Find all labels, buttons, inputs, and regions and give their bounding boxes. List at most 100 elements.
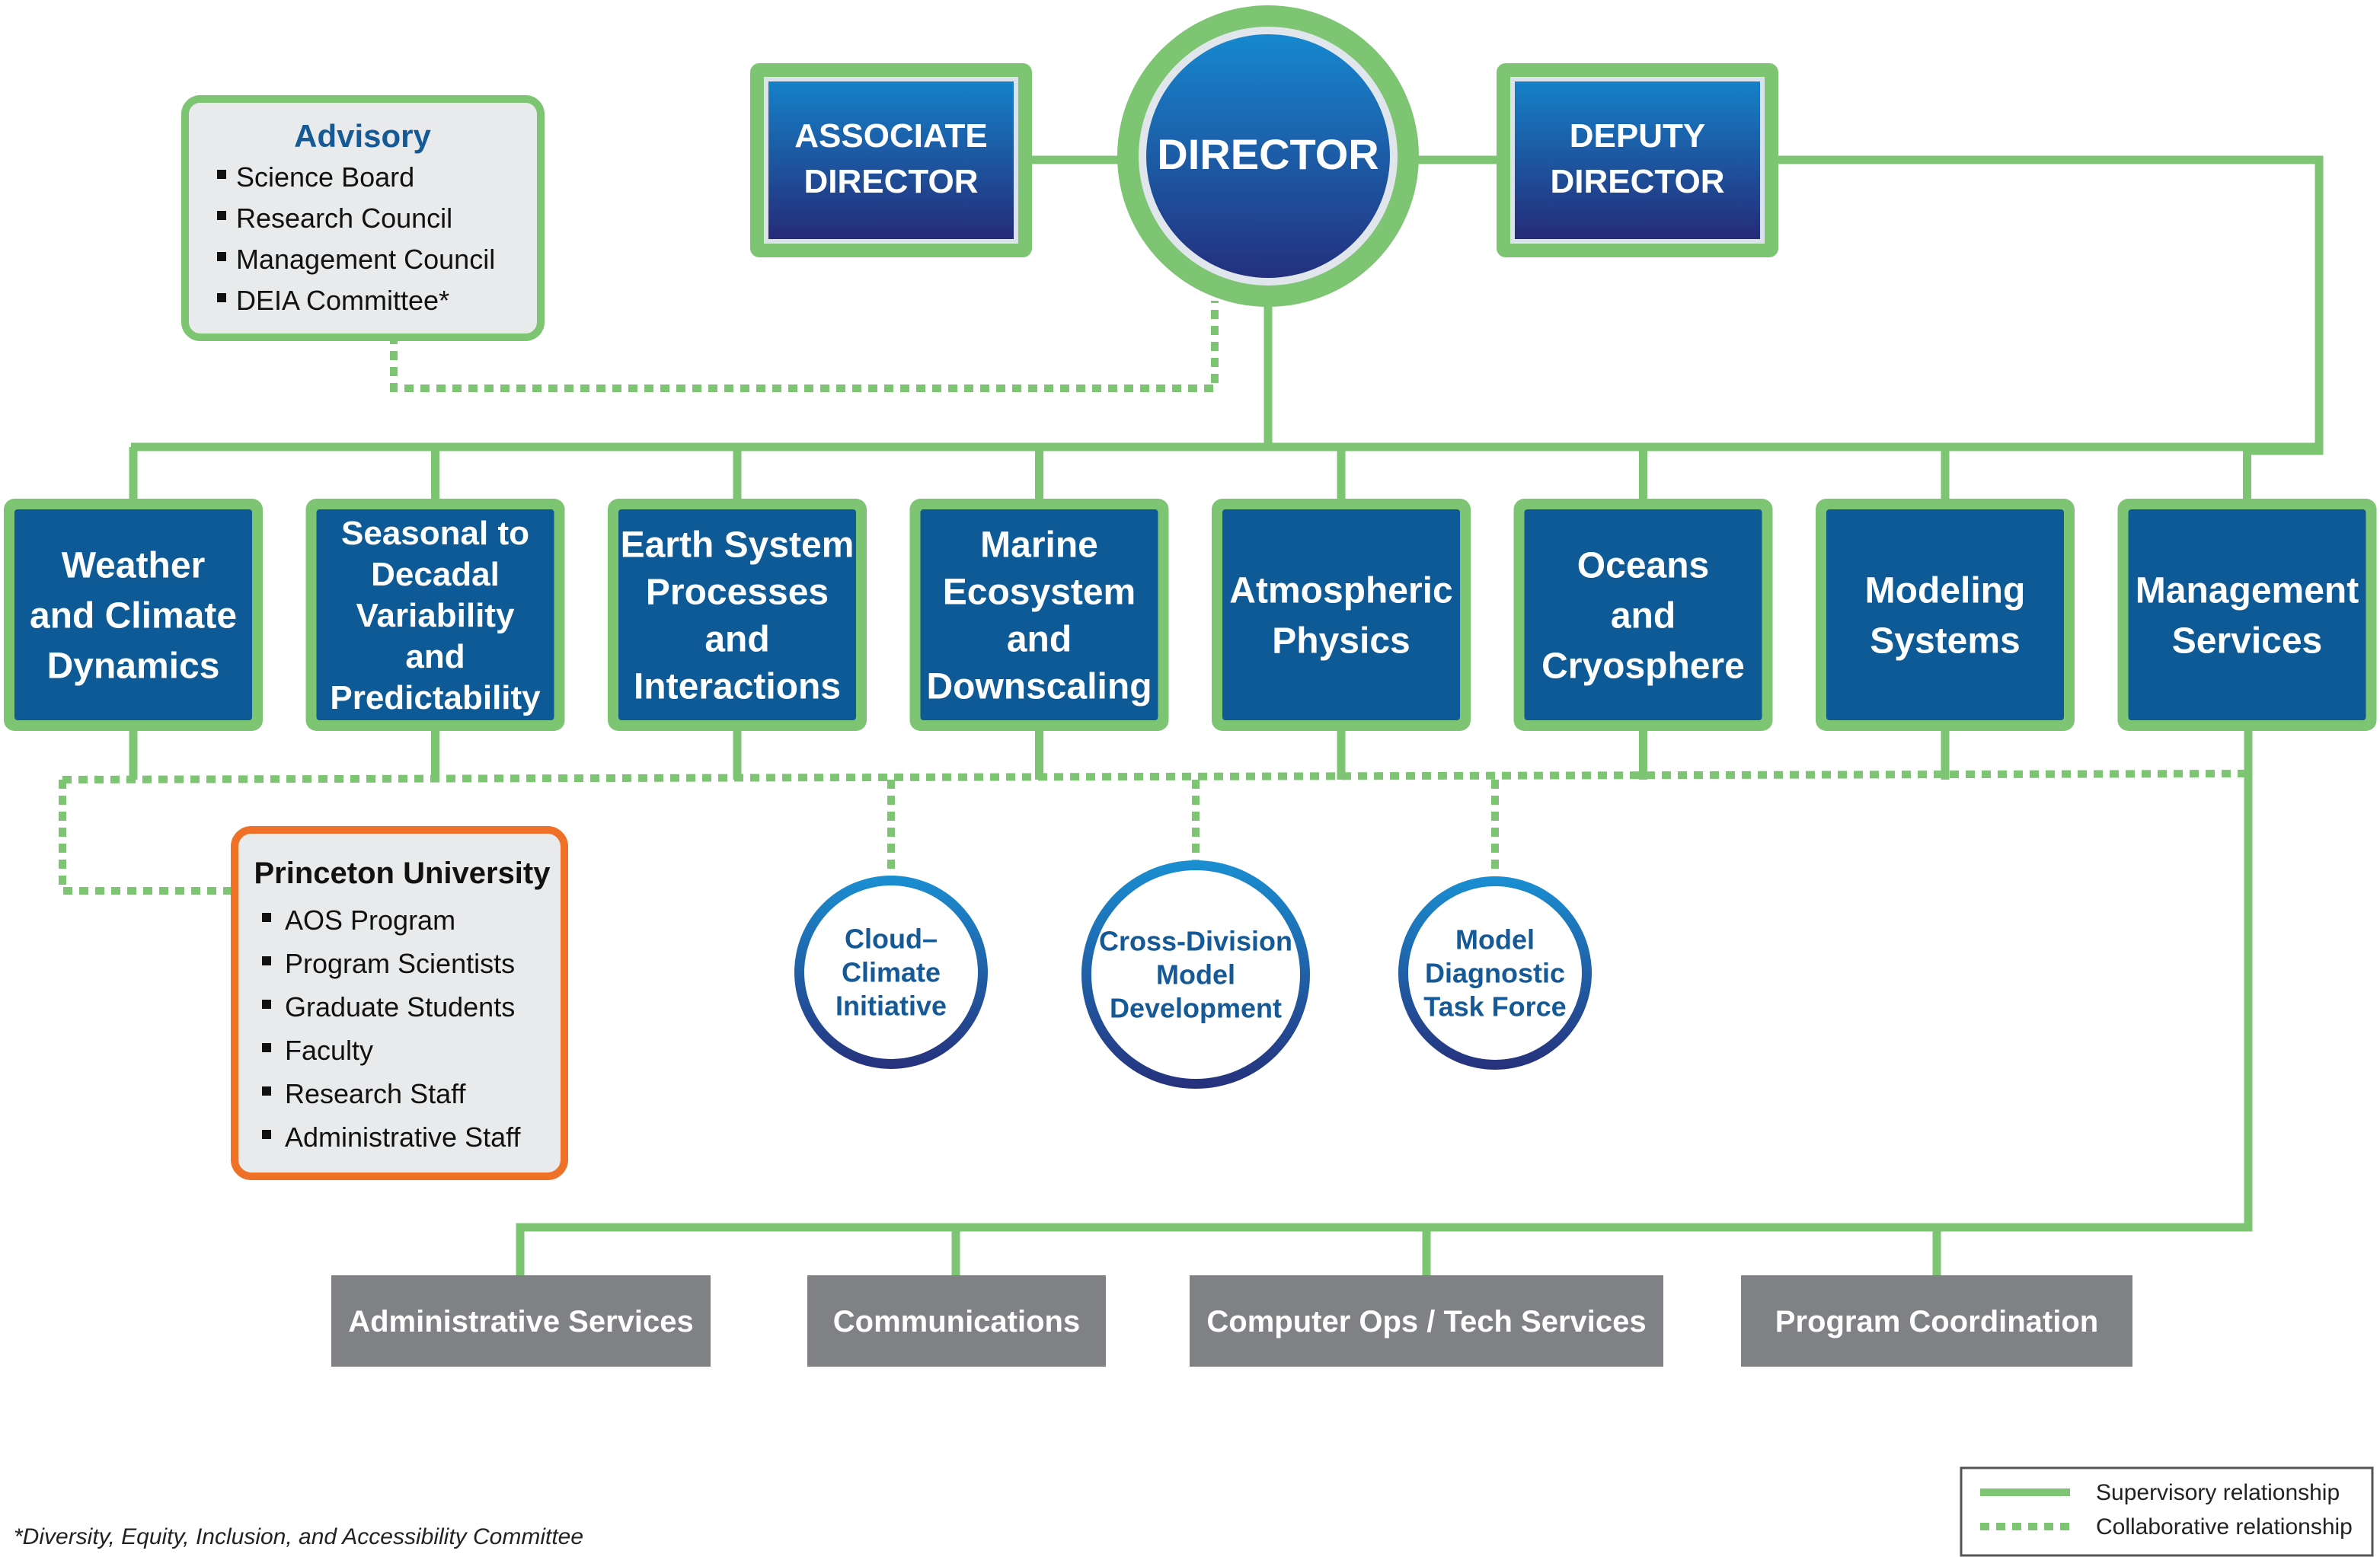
princeton-title: Princeton University bbox=[254, 857, 551, 890]
division-label-line: and bbox=[405, 638, 465, 675]
princeton-link bbox=[59, 780, 232, 895]
deputy-director-line-2: DIRECTOR bbox=[1551, 163, 1725, 200]
support-service-node[interactable]: Computer Ops / Tech Services bbox=[1190, 1275, 1663, 1367]
initiative-label-line: Diagnostic bbox=[1425, 958, 1565, 989]
bullet-icon bbox=[262, 1086, 271, 1096]
legend-supervisory-label: Supervisory relationship bbox=[2096, 1480, 2340, 1505]
division-label-line: Modeling bbox=[1865, 570, 2026, 611]
initiative-label-line: Development bbox=[1110, 993, 1282, 1024]
advisory-item: Management Council bbox=[236, 244, 495, 275]
initiative-label-line: Model bbox=[1156, 959, 1235, 991]
deputy-director-node[interactable]: DEPUTY DIRECTOR bbox=[1497, 63, 1778, 257]
division-label-line: Cryosphere bbox=[1541, 646, 1745, 686]
support-service-label: Computer Ops / Tech Services bbox=[1206, 1305, 1646, 1338]
initiative-label-line: Task Force bbox=[1423, 991, 1566, 1023]
division-label-line: Management bbox=[2136, 570, 2359, 611]
support-service-label: Communications bbox=[833, 1305, 1080, 1338]
bullet-icon bbox=[217, 211, 226, 220]
advisory-item: Science Board bbox=[236, 161, 414, 193]
princeton-item: Administrative Staff bbox=[285, 1121, 521, 1153]
division-label-line: Marine bbox=[980, 525, 1098, 565]
support-service-node[interactable]: Administrative Services bbox=[331, 1275, 711, 1367]
bullet-icon bbox=[262, 1043, 271, 1052]
division-label-line: Processes bbox=[646, 572, 829, 612]
deputy-to-divisions-link bbox=[1775, 155, 2324, 455]
division-label-line: Systems bbox=[1870, 621, 2020, 661]
princeton-item: Faculty bbox=[285, 1035, 373, 1066]
princeton-panel: Princeton University AOS ProgramProgram … bbox=[231, 826, 568, 1180]
division-label-line: Downscaling bbox=[926, 666, 1152, 707]
advisory-item: DEIA Committee* bbox=[236, 285, 449, 316]
legend: Supervisory relationship Collaborative r… bbox=[1960, 1466, 2374, 1557]
division-label-line: and bbox=[1007, 619, 1072, 659]
bullet-icon bbox=[217, 170, 226, 179]
division-label-line: Earth System bbox=[621, 525, 855, 565]
initiative-label-line: Model bbox=[1455, 924, 1535, 956]
division-label-line: Seasonal to bbox=[341, 515, 529, 552]
bullet-icon bbox=[217, 252, 226, 261]
division-label-line: Dynamics bbox=[47, 646, 220, 686]
support-service-label: Administrative Services bbox=[348, 1305, 694, 1338]
bullet-icon bbox=[262, 913, 271, 922]
advisory-title: Advisory bbox=[294, 118, 431, 154]
division-drop-lines bbox=[129, 447, 2251, 780]
support-service-node[interactable]: Communications bbox=[807, 1275, 1106, 1367]
division-label-line: Interactions bbox=[634, 666, 841, 707]
advisory-director-link bbox=[390, 301, 1219, 392]
division-label-line: Variability bbox=[356, 597, 515, 634]
bullet-icon bbox=[262, 1130, 271, 1139]
division-label-line: Oceans bbox=[1577, 545, 1709, 585]
associate-director-line-1: ASSOCIATE bbox=[794, 117, 987, 155]
connector-lines bbox=[131, 155, 2324, 1279]
deputy-director-line-1: DEPUTY bbox=[1570, 117, 1705, 155]
division-label-line: Physics bbox=[1272, 621, 1410, 661]
director-node[interactable]: DIRECTOR bbox=[1117, 5, 1419, 307]
collaborative-lines bbox=[59, 301, 2249, 895]
support-service-node[interactable]: Program Coordination bbox=[1741, 1275, 2132, 1367]
management-services-trunk bbox=[516, 731, 2253, 1279]
associate-director-line-2: DIRECTOR bbox=[804, 163, 979, 200]
director-label: DIRECTOR bbox=[1157, 130, 1378, 178]
legend-collaborative-label: Collaborative relationship bbox=[2096, 1514, 2353, 1539]
initiative-label-line: Initiative bbox=[835, 991, 947, 1022]
initiative-label-line: Climate bbox=[842, 957, 941, 988]
support-service-label: Program Coordination bbox=[1775, 1305, 2098, 1338]
division-label-line: Ecosystem bbox=[943, 572, 1136, 612]
bullet-icon bbox=[262, 956, 271, 965]
division-label-line: and bbox=[704, 619, 769, 659]
princeton-item: Graduate Students bbox=[285, 991, 515, 1023]
advisory-item: Research Council bbox=[236, 203, 452, 234]
division-label-line: Predictability bbox=[330, 679, 541, 716]
division-label-line: Decadal bbox=[371, 556, 500, 593]
division-label-line: and Climate bbox=[30, 595, 237, 636]
division-label-line: Weather bbox=[62, 545, 206, 585]
division-label-line: Services bbox=[2172, 621, 2323, 661]
bullet-icon bbox=[262, 1000, 271, 1009]
initiative-label-line: Cloud– bbox=[845, 924, 938, 955]
division-label-line: and bbox=[1611, 595, 1676, 636]
princeton-item: AOS Program bbox=[285, 905, 455, 936]
support-services-row: Administrative Services Communications Com… bbox=[331, 1275, 2132, 1367]
associate-director-node[interactable]: ASSOCIATE DIRECTOR bbox=[750, 63, 1032, 257]
princeton-item: Program Scientists bbox=[285, 948, 515, 979]
princeton-item: Research Staff bbox=[285, 1078, 466, 1109]
footnote: *Diversity, Equity, Inclusion, and Acces… bbox=[14, 1524, 583, 1549]
bullet-icon bbox=[217, 293, 226, 302]
